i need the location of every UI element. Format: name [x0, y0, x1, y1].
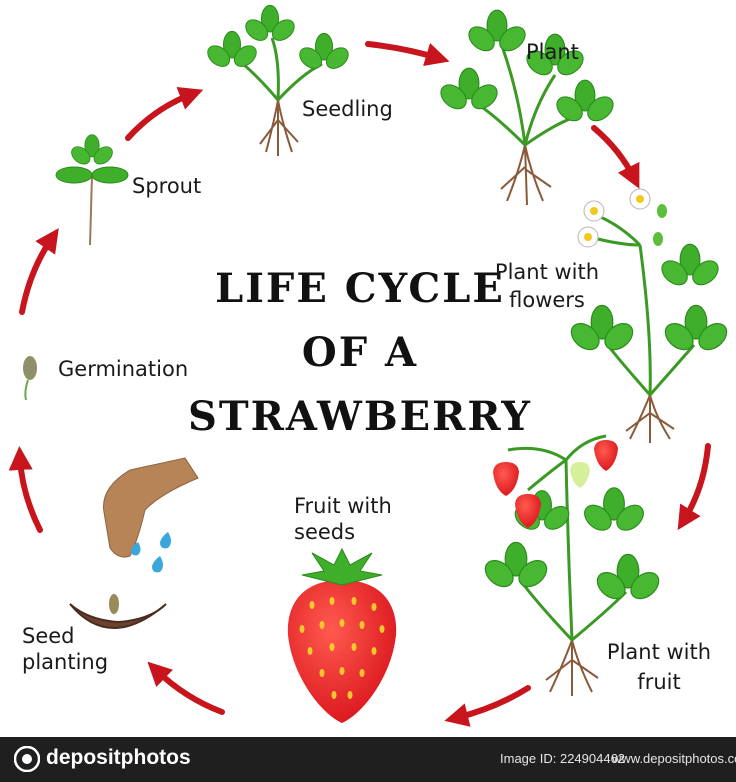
footer-bar: depositphotos Image ID: 224904462 www.de…	[0, 737, 736, 782]
sprout-illustration	[55, 134, 129, 246]
strawberry-fruit-illustration	[287, 547, 397, 723]
stage-label-germination: Germination	[58, 357, 189, 381]
cycle-arrows	[8, 41, 711, 727]
arrow-seedling-to-plant	[365, 41, 450, 67]
fruiting-plant-illustration	[479, 434, 665, 696]
flower-icons	[577, 188, 667, 248]
title-line-2: OF A	[301, 329, 419, 376]
depositphotos-logo-icon	[14, 746, 40, 772]
flowering-plant-illustration	[565, 188, 733, 443]
footer-image-id: Image ID: 224904462	[500, 751, 626, 766]
stage-label-flowers-2: flowers	[509, 288, 585, 312]
footer-site: www.depositphotos.com	[612, 751, 736, 766]
soil-icon	[69, 603, 167, 629]
footer-brand: depositphotos	[46, 746, 191, 769]
stage-label-seed-planting-2: planting	[22, 650, 109, 674]
stage-label-seedling: Seedling	[302, 97, 393, 121]
seed-planting-illustration	[69, 457, 199, 629]
stage-label-fruit-seeds-1: Fruit with	[294, 494, 392, 518]
arrow-germination-to-sprout	[19, 228, 59, 315]
diagram-artwork	[8, 4, 733, 727]
seedling-illustration	[203, 4, 353, 156]
arrow-plant-to-flowers	[591, 125, 640, 189]
title-line-3: STRAWBERRY	[188, 393, 532, 440]
berry-icons	[493, 440, 618, 528]
arrow-planting-to-germination	[8, 446, 43, 533]
germination-illustration	[23, 356, 37, 401]
stage-label-fruit-2: fruit	[637, 670, 681, 694]
water-drop-icon	[160, 532, 171, 549]
stage-label-plant: Plant	[526, 40, 579, 64]
arrow-fruit-to-planting	[147, 661, 225, 715]
stage-label-fruit-seeds-2: seeds	[294, 520, 356, 544]
water-drop-icon	[131, 542, 141, 556]
title-line-1: LIFE CYCLE	[215, 265, 505, 312]
arrow-flowers-to-fruitplant	[677, 443, 711, 531]
arrow-sprout-to-seedling	[125, 87, 204, 141]
hand-icon	[103, 457, 199, 558]
stage-label-fruit-1: Plant with	[606, 640, 712, 664]
seed-icon	[109, 594, 119, 614]
stage-label-flowers-1: Plant with	[494, 260, 600, 284]
arrow-fruitplant-to-fruit	[444, 685, 531, 727]
stage-label-sprout: Sprout	[132, 174, 202, 198]
water-drop-icon	[152, 556, 163, 573]
stage-label-seed-planting-1: Seed	[22, 624, 75, 648]
plant-illustration	[435, 9, 619, 206]
life-cycle-diagram: LIFE CYCLE OF A STRAWBERRY Sprout Seedli…	[8, 4, 733, 727]
